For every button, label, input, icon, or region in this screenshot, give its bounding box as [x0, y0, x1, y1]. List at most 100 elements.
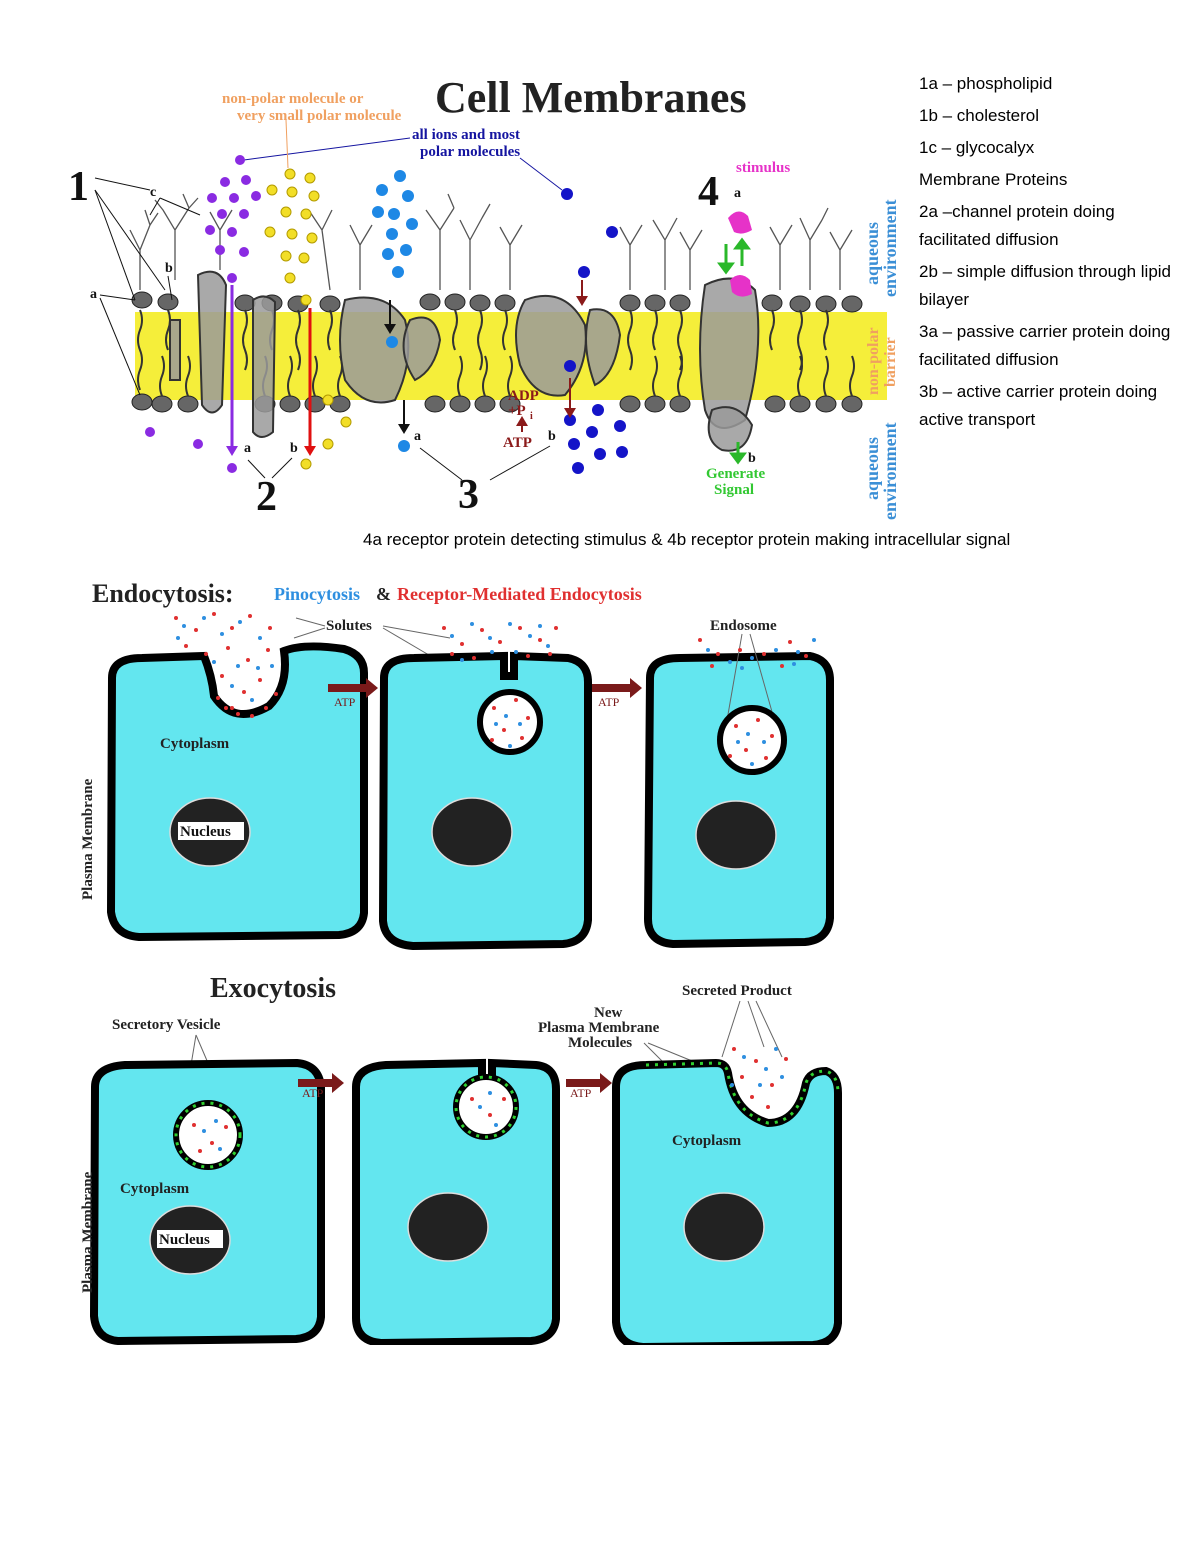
signal-arrows: [717, 237, 751, 465]
nucleus-exo-3: [683, 1192, 765, 1262]
legend-2b: 2b – simple diffusion through lipid bila…: [919, 262, 1172, 309]
membrane-legend: 1a – phospholipid 1b – cholesterol 1c – …: [919, 70, 1189, 438]
atp-arrow-3: [298, 1073, 344, 1093]
atp-label-2: ATP: [598, 695, 620, 709]
legend-membrane-proteins: Membrane Proteins: [919, 170, 1068, 189]
protein-3a: [339, 296, 410, 404]
protein-2a: [252, 295, 277, 438]
label-2: 2: [256, 474, 277, 520]
exocytosis-figure: Exocytosis Secretory Vesicle Secreted Pr…: [80, 973, 842, 1345]
protein-mid: [402, 316, 442, 382]
secretory-vesicle-label: Secretory Vesicle: [112, 1017, 221, 1033]
endocytosis-figure: Endocytosis: Pinocytosis & Receptor-Medi…: [80, 579, 834, 951]
protein-4b: [707, 406, 754, 452]
svg-text:environment: environment: [880, 199, 900, 297]
nucleus-exo-2: [407, 1192, 489, 1262]
endocytosis-title-amp: &: [376, 584, 391, 604]
legend-3b: 3b – active carrier protein doing active…: [919, 382, 1158, 429]
solute-dots-1: [174, 612, 274, 710]
label-1: 1: [68, 164, 89, 210]
receptor-active-site: [730, 275, 752, 297]
label-stimulus: stimulus: [736, 160, 790, 176]
secreted-product-label: Secreted Product: [682, 983, 792, 999]
label-1c: c: [150, 185, 156, 200]
cell-membrane-figure: Cell Membranes non-polar molecule or ver…: [68, 73, 900, 520]
cytoplasm-label-endo: Cytoplasm: [160, 736, 230, 752]
membrane-title: Cell Membranes: [435, 73, 747, 122]
cytoplasm-label-exo-3: Cytoplasm: [672, 1133, 742, 1149]
label-2a: a: [244, 441, 251, 456]
legend-caption-4: 4a receptor protein detecting stimulus &…: [363, 530, 1011, 549]
label-1a: a: [90, 287, 97, 302]
label-adp: ADP: [508, 388, 539, 404]
endo-cell-3: [643, 651, 834, 949]
cytoplasm-label-exo-1: Cytoplasm: [120, 1181, 190, 1197]
aqueous-label-top: aqueous environment: [862, 199, 900, 297]
nucleus-endo-2: [431, 797, 513, 867]
atp-label-4: ATP: [570, 1086, 592, 1100]
atp-label-3: ATP: [302, 1086, 324, 1100]
label-ions-1: all ions and most: [412, 127, 520, 143]
endocytosis-title: Endocytosis:: [92, 579, 234, 608]
transport-arrows: [226, 280, 588, 456]
new-membrane-label-1: New: [594, 1005, 622, 1021]
atp-arrow-1: [328, 678, 378, 698]
membrane-proteins: [169, 270, 760, 452]
purple-molecules: [145, 155, 261, 473]
secretory-vesicle: [173, 1100, 243, 1170]
legend-2a: 2a –channel protein doing facilitated di…: [919, 202, 1115, 249]
aqueous-label-bottom: aqueous environment: [862, 422, 900, 520]
atp-label-1: ATP: [334, 695, 356, 709]
label-nonpolar-2: very small polar molecule: [237, 108, 402, 124]
endocytosis-title-rme: Receptor-Mediated Endocytosis: [397, 584, 642, 604]
exo-cell-1: [89, 1058, 325, 1345]
label-4a: a: [734, 186, 741, 201]
nonpolar-barrier-label: non-polar barrier: [865, 327, 899, 395]
label-3b: b: [548, 429, 556, 444]
legend-1c: 1c – glycocalyx: [919, 138, 1035, 157]
exocytosis-title: Exocytosis: [210, 973, 336, 1004]
svg-text:barrier: barrier: [882, 337, 899, 387]
svg-text:non-polar: non-polar: [865, 327, 882, 395]
plasma-membrane-label-exo: Plasma Membrane: [80, 1171, 96, 1293]
protein-3b-2: [585, 308, 622, 387]
new-membrane-label-3: Molecules: [568, 1035, 632, 1051]
label-ions-2: polar molecules: [420, 144, 520, 160]
legend-1b: 1b – cholesterol: [919, 106, 1040, 125]
protein-1: [196, 270, 228, 414]
nucleus-endo-3: [695, 800, 777, 870]
svg-text:aqueous: aqueous: [862, 437, 882, 500]
label-4b: b: [748, 451, 756, 466]
label-1b: b: [165, 261, 173, 276]
plasma-membrane-label-endo: Plasma Membrane: [80, 778, 96, 900]
glycocalyx: [129, 193, 853, 291]
yellow-molecules: [264, 168, 352, 470]
protein-4: [699, 277, 760, 429]
label-nonpolar-1: non-polar molecule or: [222, 91, 364, 107]
label-generate-2: Signal: [714, 482, 754, 498]
legend-3a: 3a – passive carrier protein doing facil…: [919, 322, 1171, 369]
atp-arrow-2: [592, 678, 642, 698]
endocytosis-title-pino: Pinocytosis: [274, 584, 360, 604]
label-3: 3: [458, 472, 479, 518]
svg-text:environment: environment: [880, 422, 900, 520]
endo-cell-1: [106, 642, 368, 942]
label-generate-1: Generate: [706, 466, 765, 482]
label-pi-sub: i: [530, 411, 533, 422]
blue-dark-molecules: [561, 188, 628, 474]
label-atp-membrane: ATP: [503, 435, 532, 451]
label-pi: +P: [508, 403, 526, 419]
nucleus-label-endo: Nucleus: [180, 824, 231, 840]
vesicle-endo-2: [477, 689, 543, 755]
atp-arrow-4: [566, 1073, 612, 1093]
label-2b: b: [290, 441, 298, 456]
stimulus-molecule: [728, 211, 752, 234]
protein-cholesterol: [169, 319, 181, 381]
solutes-label: Solutes: [326, 618, 372, 634]
svg-text:aqueous: aqueous: [862, 222, 882, 285]
endo-pit-receptors: [216, 692, 278, 718]
legend-1a: 1a – phospholipid: [919, 74, 1053, 93]
label-4: 4: [698, 169, 719, 215]
endosome-label: Endosome: [710, 618, 777, 634]
new-membrane-label-2: Plasma Membrane: [538, 1020, 660, 1036]
